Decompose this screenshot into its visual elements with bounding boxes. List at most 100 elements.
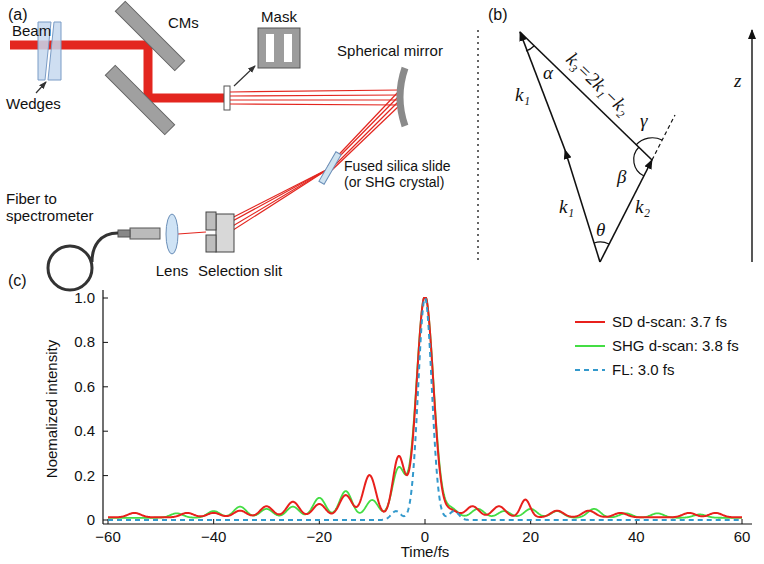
part-label: Spherical mirror — [337, 42, 443, 59]
tick-mark — [103, 342, 108, 343]
part-label: Fused silica slide (or SHG crystal) — [344, 158, 468, 190]
tick-label: 40 — [628, 528, 645, 545]
legend-text: FL: 3.0 fs — [612, 361, 675, 378]
fiber — [48, 246, 92, 290]
fused-silica-slide — [319, 152, 341, 184]
sd-curve — [108, 298, 742, 517]
tick-mark — [103, 298, 108, 299]
fiber — [130, 228, 160, 239]
angle-label: γ — [640, 110, 648, 132]
part-label: Wedges — [6, 95, 61, 112]
chirped-mirror — [115, 1, 184, 70]
fiber — [118, 230, 130, 237]
tick-label: −60 — [95, 528, 120, 545]
angle-arc — [594, 242, 609, 244]
tick-mark — [103, 475, 108, 476]
dotted-reference — [478, 30, 479, 262]
beamlet-rays — [230, 104, 400, 105]
lens — [166, 214, 178, 254]
spherical-mirror — [400, 68, 405, 126]
tick-mark — [742, 519, 743, 524]
mask — [258, 28, 300, 68]
mask-slide — [224, 86, 230, 110]
mask — [266, 34, 274, 62]
pulse-chart — [103, 290, 752, 524]
wave-vector — [520, 32, 652, 160]
legend-sample — [575, 369, 605, 371]
leader-line — [36, 82, 46, 93]
tick-mark — [103, 520, 108, 521]
tick-mark — [425, 519, 426, 524]
fused-silica-slide — [319, 152, 341, 184]
x-axis — [103, 523, 752, 524]
leader-line — [234, 66, 255, 86]
lens — [166, 214, 178, 254]
chirped-mirror — [105, 65, 174, 134]
tick-label: 0.4 — [74, 423, 95, 440]
z-axis — [752, 30, 753, 262]
angle-arc — [526, 46, 662, 244]
axis-label: z — [734, 70, 741, 92]
angle-label: α — [543, 62, 553, 84]
tick-mark — [213, 519, 214, 524]
legend-text: SD d-scan: 3.7 fs — [612, 313, 727, 330]
legend-sample — [575, 345, 605, 347]
tick-label: −20 — [307, 528, 332, 545]
y-axis — [102, 290, 103, 524]
tick-mark — [103, 431, 108, 432]
wave-vector — [600, 160, 652, 262]
part-label: Selection slit — [198, 262, 282, 279]
tick-label: 0 — [87, 511, 95, 528]
mask — [258, 28, 300, 68]
fiber — [48, 228, 160, 290]
angle-label: θ — [596, 219, 605, 241]
shg-curve — [108, 298, 742, 518]
part-label: Fiber to spectrometer — [6, 190, 110, 225]
tick-label: 0 — [421, 528, 429, 545]
panel-letter: (a) — [8, 6, 28, 24]
vector-label: k₁ — [559, 196, 574, 218]
part-label: Lens — [156, 262, 189, 279]
tick-label: 20 — [522, 528, 539, 545]
selection-slit — [206, 212, 216, 230]
vector-label: k₂ — [635, 196, 650, 218]
tick-label: 0.8 — [74, 334, 95, 351]
angle-arc — [636, 138, 662, 145]
tick-label: 1.0 — [74, 289, 95, 306]
tick-label: 0.6 — [74, 378, 95, 395]
mask-slide — [224, 86, 230, 110]
beamlet-rays — [230, 95, 400, 96]
angle-arc — [526, 46, 534, 51]
leader-line — [234, 66, 255, 86]
vector-label: k₃=2k₁−k₂ — [562, 48, 635, 119]
wave-vector — [520, 32, 675, 262]
mask — [284, 34, 292, 62]
tick-label: 0.2 — [74, 467, 95, 484]
legend-sample — [575, 321, 605, 323]
tick-mark — [103, 386, 108, 387]
axis-title: Noemalized intensity — [43, 340, 60, 478]
angle-arc — [634, 147, 644, 176]
angle-label: β — [617, 166, 626, 188]
axis-title: Time/fs — [401, 543, 450, 560]
beamlet-rays — [178, 232, 206, 234]
panel-letter: (c) — [8, 272, 27, 290]
beamlet-rays — [230, 99, 400, 100]
part-label: Beam — [12, 22, 51, 39]
fiber — [92, 233, 118, 262]
dotted-reference — [477, 30, 479, 262]
legend-text: SHG d-scan: 3.8 fs — [612, 337, 739, 354]
vector-label: k₁ — [515, 84, 530, 106]
beamlet-rays — [230, 90, 400, 92]
selection-slit — [206, 212, 234, 252]
selection-slit — [206, 235, 216, 252]
z-axis — [751, 30, 752, 262]
tick-label: −40 — [201, 528, 226, 545]
part-label: Mask — [261, 8, 297, 25]
leader-line — [36, 82, 46, 93]
part-label: CMs — [168, 14, 199, 31]
selection-slit — [216, 214, 234, 252]
